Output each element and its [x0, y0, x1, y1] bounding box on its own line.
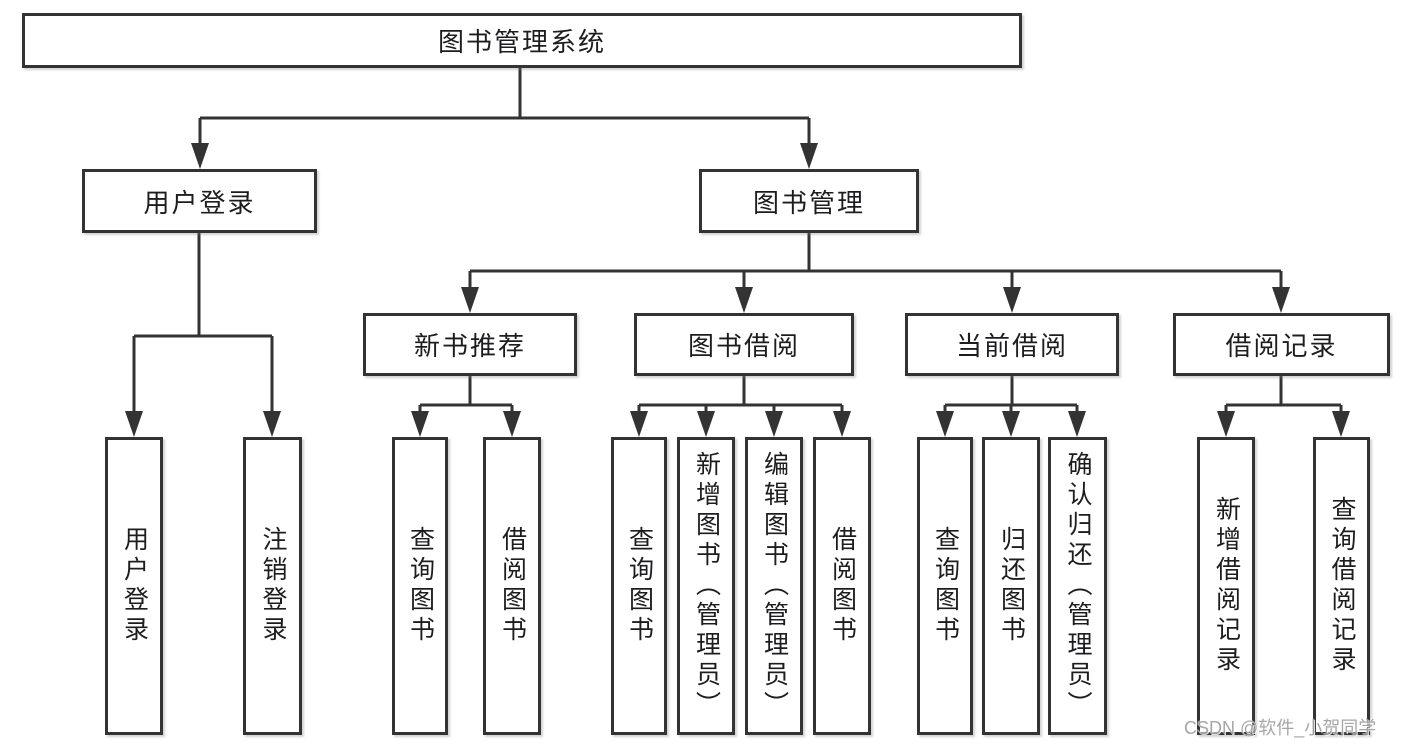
- connector-new-book-recommend-to-leaves: [411, 376, 521, 437]
- node-new-book-recommend: 新书推荐: [363, 313, 577, 376]
- connector-book-borrowing-to-leaves: [630, 376, 851, 437]
- node-label: 新书推荐: [413, 331, 526, 361]
- node-label: 图书管理: [752, 187, 865, 218]
- node-leaf-query-books-borrowing: 查询图书: [611, 437, 667, 735]
- node-leaf-add-borrow-record: 新增借阅记录: [1197, 437, 1255, 735]
- node-label: 查询图书: [931, 526, 960, 646]
- node-leaf-query-books-current: 查询图书: [917, 437, 973, 735]
- node-label: 用户登录: [120, 526, 149, 646]
- node-label: 查询图书: [625, 526, 654, 646]
- connector-user-login-to-leaves: [125, 233, 281, 437]
- node-leaf-borrow-books-recommend: 借阅图书: [483, 437, 541, 735]
- node-label: 归还图书: [997, 526, 1026, 646]
- connector-root-to-level2: [191, 68, 818, 169]
- node-label: 新增图书（管理员）: [692, 451, 721, 721]
- node-leaf-query-books-recommend: 查询图书: [392, 437, 448, 735]
- node-user-login: 用户登录: [82, 169, 317, 233]
- node-label: 借阅图书: [828, 526, 857, 646]
- node-system-root: 图书管理系统: [22, 13, 1022, 68]
- watermark: CSDN @软件_小贺同学: [1184, 718, 1377, 738]
- node-label: 图书借阅: [687, 331, 800, 361]
- node-label: 新增借阅记录: [1212, 496, 1241, 676]
- node-leaf-confirm-return-admin: 确认归还（管理员）: [1048, 437, 1107, 735]
- node-leaf-query-borrow-record: 查询借阅记录: [1313, 437, 1370, 735]
- node-label: 查询图书: [406, 526, 435, 646]
- node-leaf-borrow-books-borrowing: 借阅图书: [813, 437, 871, 735]
- node-leaf-edit-book-admin: 编辑图书（管理员）: [745, 437, 803, 735]
- node-leaf-logout: 注销登录: [243, 437, 302, 735]
- node-current-borrowing: 当前借阅: [905, 313, 1119, 376]
- node-leaf-return-books: 归还图书: [982, 437, 1040, 735]
- node-label: 用户登录: [143, 187, 256, 218]
- node-label: 查询借阅记录: [1328, 496, 1356, 676]
- node-book-borrowing: 图书借阅: [634, 313, 854, 376]
- node-book-management: 图书管理: [699, 169, 919, 233]
- node-leaf-add-book-admin: 新增图书（管理员）: [677, 437, 735, 735]
- node-label: 当前借阅: [955, 331, 1068, 361]
- node-label: 借阅记录: [1225, 331, 1338, 361]
- node-label: 编辑图书（管理员）: [760, 451, 789, 721]
- connector-current-borrowing-to-leaves: [936, 376, 1086, 437]
- node-label: 确认归还（管理员）: [1064, 451, 1092, 721]
- node-label: 图书管理系统: [437, 27, 606, 57]
- node-label: 借阅图书: [498, 526, 527, 646]
- node-leaf-user-login: 用户登录: [105, 437, 163, 735]
- node-label: 注销登录: [259, 526, 287, 646]
- connector-book-management-to-level3: [461, 233, 1290, 313]
- connector-borrowing-records-to-leaves: [1217, 376, 1350, 437]
- node-borrowing-records: 借阅记录: [1173, 313, 1390, 376]
